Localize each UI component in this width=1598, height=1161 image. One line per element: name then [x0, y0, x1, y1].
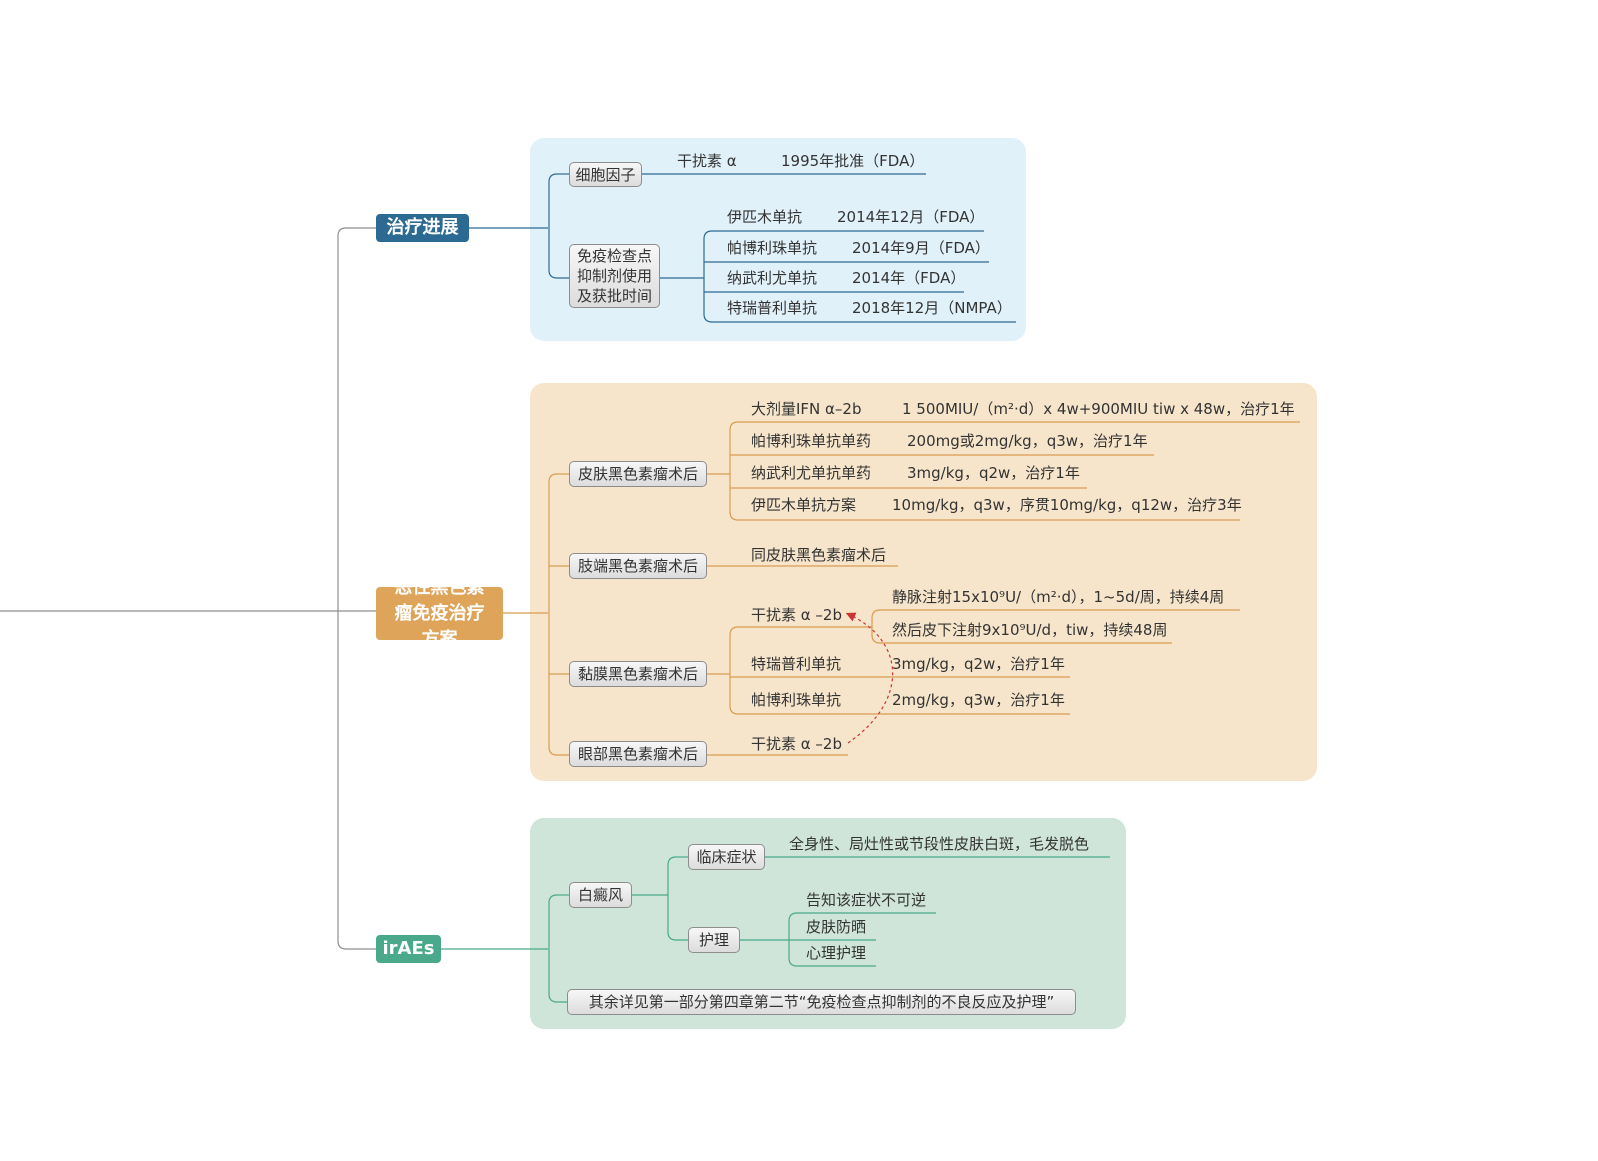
mucosal-regimen: 2mg/kg，q3w，治疗1年: [892, 691, 1065, 709]
topic-immunotherapy-scheme-label: 恶性黑色素瘤免疫治疗方案: [394, 576, 485, 650]
ici-approval: 2014年（FDA）: [852, 269, 966, 287]
care-item: 心理护理: [806, 944, 867, 962]
node-acral-melanoma[interactable]: 肢端黑色素瘤术后: [569, 553, 707, 579]
skin-regimen: 3mg/kg，q2w，治疗1年: [907, 464, 1080, 482]
ici-drug: 纳武利尤单抗: [727, 269, 818, 287]
mucosal-regimen: 3mg/kg，q2w，治疗1年: [892, 655, 1065, 673]
topic-treatment-progress[interactable]: 治疗进展: [376, 214, 469, 242]
mucosal-ifn-drug: 干扰素 α –2b: [751, 606, 842, 624]
skin-drug: 伊匹木单抗方案: [751, 496, 857, 514]
node-icis-label: 免疫检查点抑制剂使用及获批时间: [576, 247, 652, 305]
scheme-panel: [530, 383, 1317, 781]
care-item: 皮肤防晒: [806, 918, 867, 936]
ici-approval: 2014年12月（FDA）: [837, 208, 985, 226]
node-care[interactable]: 护理: [688, 927, 740, 953]
node-clinical-symptoms[interactable]: 临床症状: [688, 844, 765, 870]
skin-drug: 大剂量IFN α–2b: [751, 400, 862, 418]
skin-drug: 帕博利珠单抗单药: [751, 432, 872, 450]
ici-approval: 2014年9月（FDA）: [852, 239, 990, 257]
skin-regimen: 1 500MIU/（m²·d）x 4w+900MIU tiw x 48w，治疗1…: [902, 400, 1295, 418]
skin-regimen: 10mg/kg，q3w，序贯10mg/kg，q12w，治疗3年: [892, 496, 1242, 514]
ici-drug: 帕博利珠单抗: [727, 239, 818, 257]
topic-iraes[interactable]: irAEs: [376, 935, 441, 963]
node-icis[interactable]: 免疫检查点抑制剂使用及获批时间: [569, 244, 660, 308]
node-vitiligo[interactable]: 白癜风: [569, 882, 632, 908]
ocular-drug: 干扰素 α –2b: [751, 735, 842, 753]
node-mucosal-melanoma[interactable]: 黏膜黑色素瘤术后: [569, 661, 707, 687]
symptoms-text: 全身性、局灶性或节段性皮肤白斑，毛发脱色: [789, 835, 1090, 853]
node-skin-melanoma[interactable]: 皮肤黑色素瘤术后: [569, 461, 707, 487]
mucosal-ifn-regimen-2: 然后皮下注射9x10⁹U/d，tiw，持续48周: [892, 621, 1168, 639]
mucosal-drug: 帕博利珠单抗: [751, 691, 842, 709]
ici-drug: 特瑞普利单抗: [727, 299, 818, 317]
mucosal-drug: 特瑞普利单抗: [751, 655, 842, 673]
node-cytokine[interactable]: 细胞因子: [569, 162, 642, 187]
care-item: 告知该症状不可逆: [806, 891, 927, 909]
mucosal-ifn-regimen-1: 静脉注射15x10⁹U/（m²·d），1~5d/周，持续4周: [892, 588, 1225, 606]
node-ocular-melanoma[interactable]: 眼部黑色素瘤术后: [569, 741, 707, 767]
acral-note: 同皮肤黑色素瘤术后: [751, 546, 887, 564]
skin-regimen: 200mg或2mg/kg，q3w，治疗1年: [907, 432, 1148, 450]
cytokine-drug: 干扰素 α: [677, 152, 737, 170]
ici-drug: 伊匹木单抗: [727, 208, 803, 226]
skin-drug: 纳武利尤单抗单药: [751, 464, 872, 482]
cytokine-approval: 1995年批准（FDA）: [781, 152, 925, 170]
node-other-iraes[interactable]: 其余详见第一部分第四章第二节“免疫检查点抑制剂的不良反应及护理”: [567, 989, 1076, 1015]
topic-immunotherapy-scheme[interactable]: 恶性黑色素瘤免疫治疗方案: [376, 577, 503, 650]
ici-approval: 2018年12月（NMPA）: [852, 299, 1012, 317]
